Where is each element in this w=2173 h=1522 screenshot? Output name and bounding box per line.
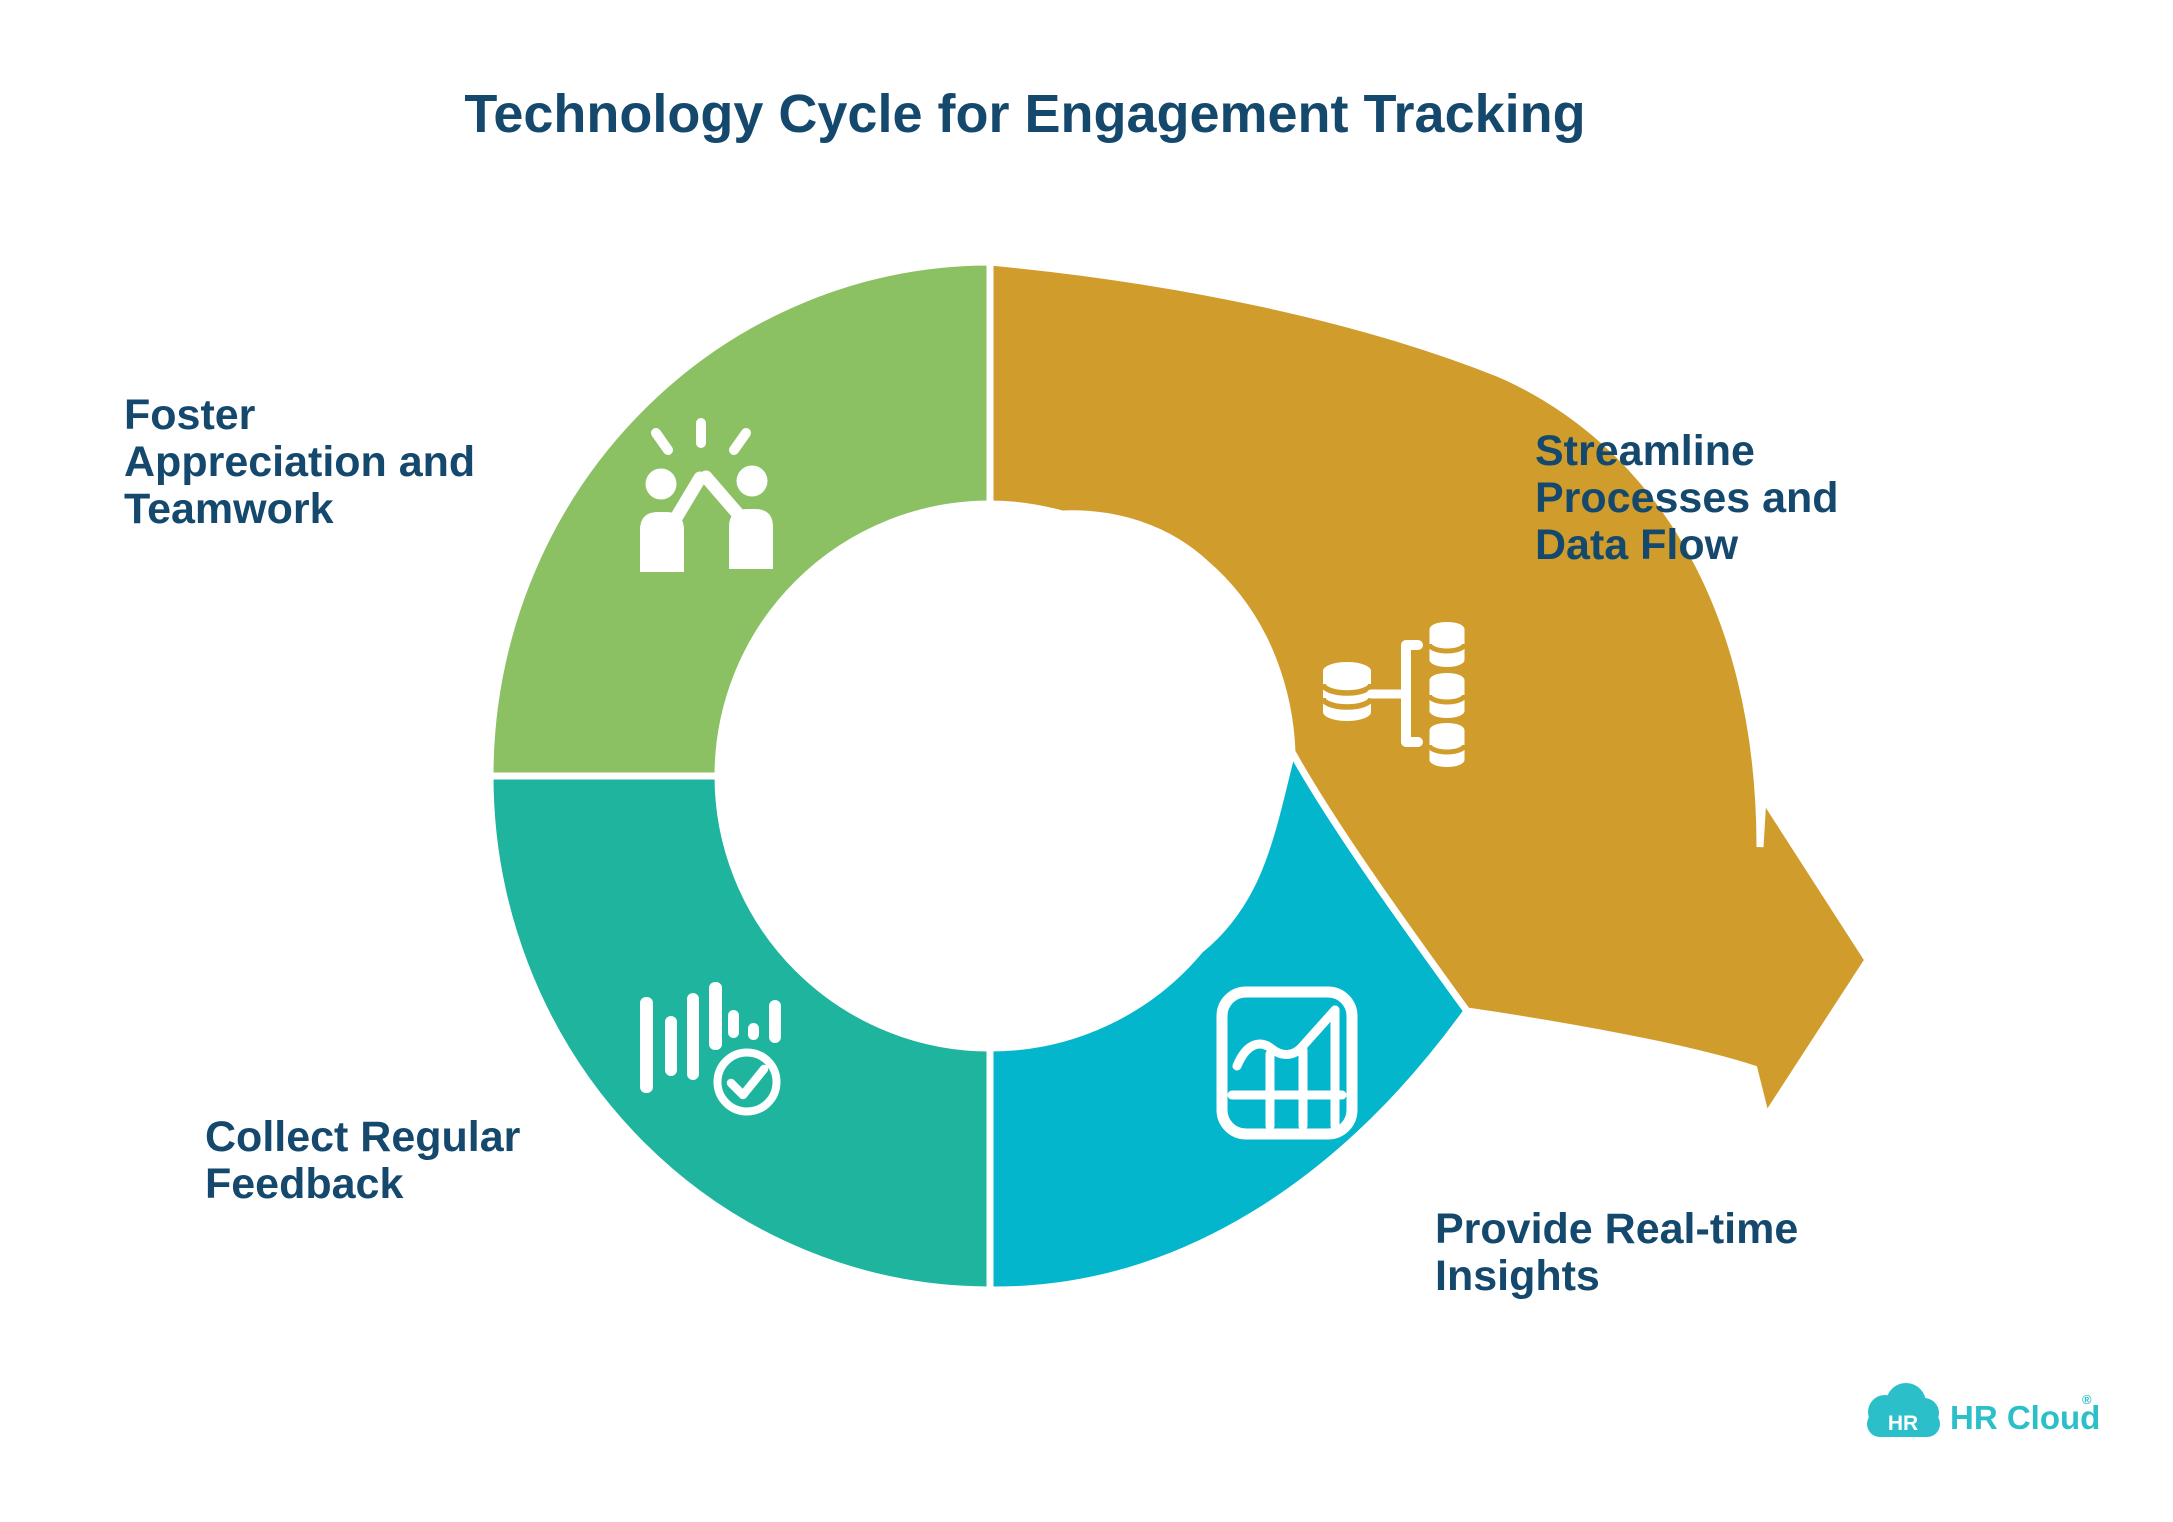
label-line: Data Flow [1535, 521, 1739, 569]
label-foster-appreciation: Foster Appreciation and Teamwork [124, 392, 475, 533]
label-line: Teamwork [124, 485, 334, 533]
label-collect-feedback: Collect Regular Feedback [205, 1114, 520, 1208]
cloud-icon [1867, 1383, 1940, 1437]
label-line: Appreciation and [124, 438, 476, 486]
registered-mark: ® [2082, 1392, 2092, 1407]
feedback-wave-check-icon [640, 982, 785, 1120]
label-line: Streamline [1535, 427, 1755, 475]
label-streamline-processes: Streamline Processes and Data Flow [1535, 428, 1839, 569]
segment-streamline-arrow [986, 258, 1873, 1126]
label-line: Provide Real-time [1435, 1205, 1799, 1253]
cloud-hr-monogram: HR [1888, 1412, 1918, 1435]
high-five-icon [640, 418, 773, 572]
label-line: Insights [1435, 1252, 1600, 1300]
data-flow-icon [1320, 622, 1467, 767]
page-title: Technology Cycle for Engagement Tracking [464, 84, 1586, 144]
brand-name: HR Cloud [1950, 1399, 2100, 1436]
label-provide-insights: Provide Real-time Insights [1435, 1206, 1798, 1300]
chart-grid-icon [1216, 986, 1358, 1140]
label-line: Feedback [205, 1160, 404, 1208]
label-line: Collect Regular [205, 1113, 521, 1161]
label-line: Processes and [1535, 474, 1839, 522]
segment-collect-feedback [486, 772, 994, 1294]
hr-cloud-logo: HR HR Cloud ® [1867, 1383, 2100, 1437]
label-line: Foster [124, 391, 256, 439]
